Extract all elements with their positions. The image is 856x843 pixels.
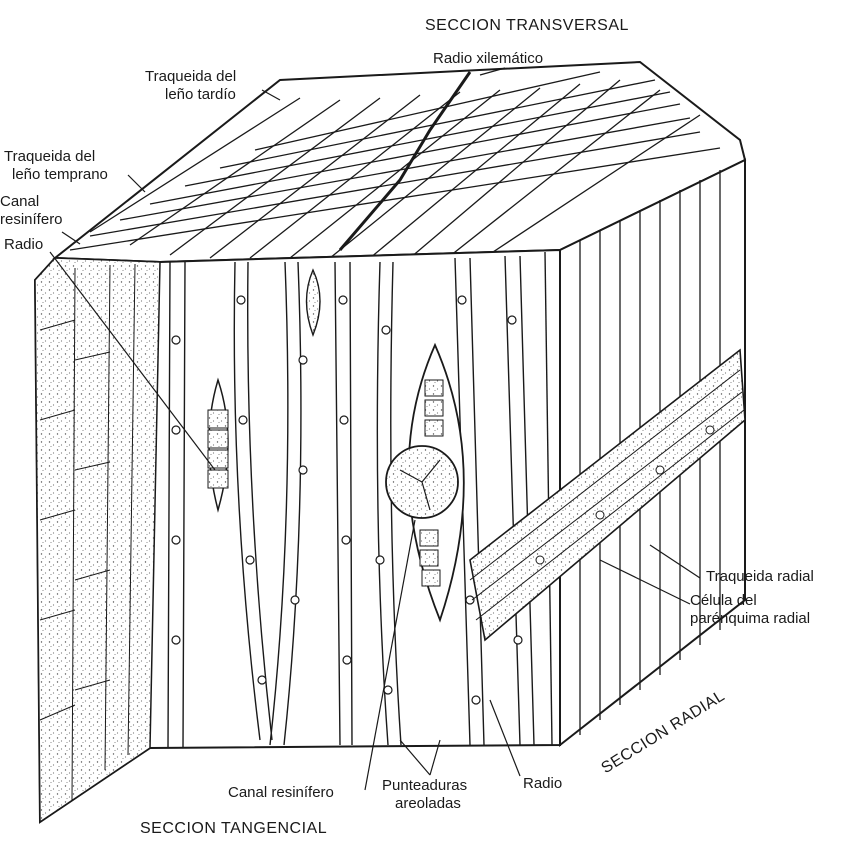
label-canal-resinifero-bottom: Canal resinífero [228, 784, 334, 801]
label-radio-bottom: Radio [523, 775, 563, 792]
label-traqueida-tardio-line2: leño tardío [165, 86, 236, 103]
label-canal-top-line1: Canal [0, 193, 40, 210]
leader-lines [49, 67, 701, 791]
label-radio-xilematico: Radio xilemático [433, 50, 544, 67]
label-radio-left: Radio [4, 236, 44, 253]
label-traqueida-temprano-line1: Traqueida del [4, 148, 96, 165]
left-strip-cells [39, 263, 136, 801]
fusiform-ray [385, 342, 465, 623]
bordered-pits [171, 295, 523, 705]
label-celula-parenquima-line1: Célula del [690, 592, 757, 609]
label-punteaduras-line1: Punteaduras [382, 777, 468, 794]
section-title-transversal: SECCION TRANSVERSAL [425, 17, 629, 34]
xylem-ray-line [338, 71, 472, 251]
label-celula-parenquima-line2: parénquima radial [690, 610, 811, 627]
radial-ray-band [469, 348, 746, 642]
left-stippled-strip [34, 257, 161, 824]
label-canal-top-line2: resinífero [0, 211, 63, 228]
uniseriate-ray [207, 377, 229, 513]
top-small-ray [305, 268, 321, 337]
label-traqueida-temprano-line2: leño temprano [12, 166, 108, 183]
label-traqueida-tardio-line1: Traqueida del [145, 68, 237, 85]
label-traqueida-radial: Traqueida radial [706, 568, 814, 585]
tracheid-walls [167, 251, 553, 749]
section-title-tangencial: SECCION TANGENCIAL [140, 820, 328, 837]
label-punteaduras-line2: areoladas [395, 795, 461, 812]
